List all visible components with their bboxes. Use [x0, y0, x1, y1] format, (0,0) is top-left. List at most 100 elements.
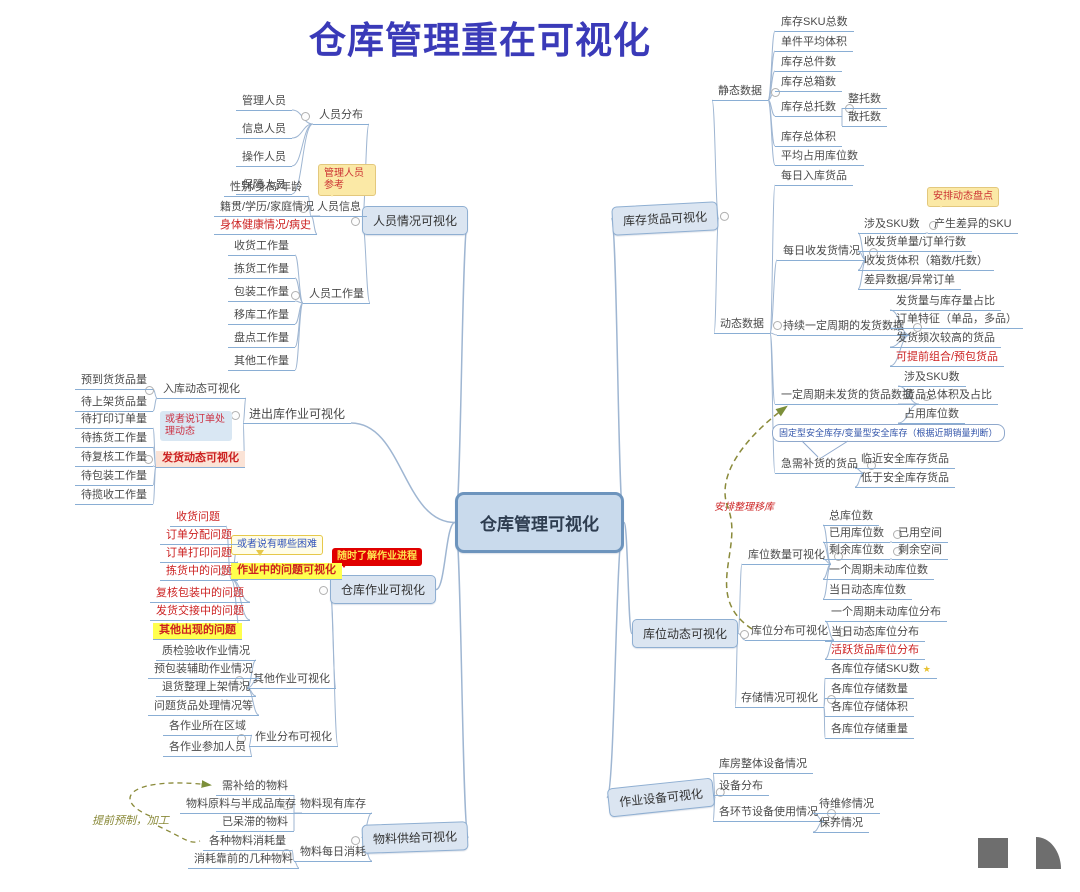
leaf[interactable]: 收发货体积（箱数/托数） — [858, 254, 995, 271]
node-total-pallets[interactable]: 库存总托数 — [775, 100, 854, 117]
node-urgent-replenish[interactable]: 急需补货的货品 — [775, 457, 876, 474]
leaf[interactable]: 退货整理上架情况 — [156, 680, 256, 697]
leaf[interactable]: 操作人员 — [236, 150, 292, 167]
node-used-locations[interactable]: 已用库位数 — [823, 526, 902, 543]
node-outbound-dynamic[interactable]: 发货动态可视化 — [144, 451, 245, 468]
node-static-data[interactable]: 静态数据 — [712, 84, 780, 101]
leaf[interactable]: 待复核工作量 — [75, 450, 153, 467]
leaf[interactable]: 占用库位数 — [898, 407, 965, 424]
leaf[interactable]: 各库位存储重量 — [825, 722, 914, 739]
node-free-locations[interactable]: 剩余库位数 — [823, 543, 902, 560]
leaf[interactable]: 盘点工作量 — [228, 331, 295, 348]
leaf-prepack[interactable]: 可提前组合/预包货品 — [890, 350, 1005, 367]
branch-inventory[interactable]: 库存货品可视化 — [611, 201, 719, 236]
leaf[interactable]: 质检验收作业情况 — [156, 644, 256, 661]
leaf[interactable]: 发货量与库存量占比 — [890, 294, 1001, 311]
leaf[interactable]: 拣货中的问题 — [160, 564, 238, 581]
central-topic[interactable]: 仓库管理可视化 — [455, 492, 624, 553]
node-period-shipping[interactable]: 持续一定周期的发货数据 — [777, 319, 922, 336]
leaf[interactable]: 低于安全库存货品 — [855, 471, 955, 488]
leaf[interactable]: 涉及SKU数 — [898, 370, 966, 387]
leaf[interactable]: 库存总体积 — [775, 130, 842, 147]
leaf[interactable]: 消耗靠前的几种物料 — [188, 852, 299, 869]
leaf[interactable]: 各作业参加人员 — [163, 740, 252, 757]
node-material-daily[interactable]: 物料每日消耗 — [282, 845, 372, 862]
node-inbound-dynamic[interactable]: 入库动态可视化 — [145, 382, 246, 399]
note-order-processing[interactable]: 或者说订单处理动态 — [160, 411, 232, 441]
node-operation-problems[interactable]: 作业中的问题可视化 — [219, 563, 342, 580]
leaf[interactable]: 预到货货品量 — [75, 373, 153, 390]
leaf[interactable]: 各作业所在区域 — [163, 719, 252, 736]
branch-materials[interactable]: 物料供给可视化 — [361, 821, 469, 854]
leaf[interactable]: 待拣货工作量 — [75, 431, 153, 448]
node-operation-distribution[interactable]: 作业分布可视化 — [237, 730, 338, 747]
leaf-health-history[interactable]: 身体健康情况/病史 — [214, 218, 318, 235]
leaf[interactable]: 设备分布 — [713, 779, 769, 796]
leaf-active-goods[interactable]: 活跃货品库位分布 — [825, 643, 925, 660]
leaf[interactable]: 预包装辅助作业情况 — [148, 662, 259, 679]
leaf[interactable]: 物料原料与半成品库存 — [180, 797, 302, 814]
leaf[interactable]: 移库工作量 — [228, 308, 295, 325]
leaf[interactable]: 发货频次较高的货品 — [890, 331, 1001, 348]
leaf[interactable]: 管理人员 — [236, 94, 292, 111]
node-equipment-usage[interactable]: 各环节设备使用情况 — [713, 805, 836, 822]
leaf[interactable]: 库存总件数 — [775, 55, 842, 72]
leaf[interactable]: 问题货品处理情况等 — [148, 699, 259, 716]
leaf[interactable]: 整托数 — [842, 92, 887, 109]
note-know-progress[interactable]: 随时了解作业进程 — [332, 548, 422, 568]
leaf[interactable]: 各种物料消耗量 — [203, 834, 292, 851]
node-personnel-workload[interactable]: 人员工作量 — [291, 287, 370, 304]
node-material-stock[interactable]: 物料现有库存 — [282, 797, 372, 814]
node-location-distribution[interactable]: 库位分布可视化 — [745, 624, 846, 641]
leaf[interactable]: 已用空间 — [892, 526, 948, 543]
note-safety-stock[interactable]: 固定型安全库存/变量型安全库存（根据近期销量判断） — [772, 424, 1005, 442]
leaf[interactable]: 当日动态库位数 — [823, 583, 912, 600]
annotation-relocation[interactable]: 安排整理移库 — [714, 502, 774, 513]
leaf[interactable]: 库存SKU总数 — [775, 15, 854, 32]
leaf[interactable]: 临近安全库存货品 — [855, 452, 955, 469]
leaf[interactable]: 待包装工作量 — [75, 469, 153, 486]
leaf[interactable]: 收货问题 — [170, 510, 226, 527]
branch-inout[interactable]: 进出库作业可视化 — [230, 407, 352, 424]
leaf[interactable]: 当日动态库位分布 — [825, 625, 925, 642]
leaf[interactable]: 一个周期未动库位数 — [823, 563, 934, 580]
leaf[interactable]: 包装工作量 — [228, 285, 295, 302]
node-other-operations[interactable]: 其他作业可视化 — [235, 672, 336, 689]
leaf[interactable]: 产生差异的SKU — [928, 217, 1018, 234]
leaf[interactable]: 订单特征（单品，多品） — [890, 312, 1023, 329]
node-dynamic-data[interactable]: 动态数据 — [714, 317, 782, 334]
node-personnel-distribution[interactable]: 人员分布 — [301, 108, 369, 125]
leaf[interactable]: 散托数 — [842, 110, 887, 127]
leaf[interactable]: 需补给的物料 — [216, 779, 294, 796]
node-period-unshipped[interactable]: 一定周期未发货的货品数据 — [775, 388, 931, 405]
leaf[interactable]: 总库位数 — [823, 509, 879, 526]
branch-location[interactable]: 库位动态可视化 — [632, 619, 750, 648]
leaf[interactable]: 单件平均体积 — [775, 35, 853, 52]
leaf[interactable]: 复核包装中的问题 — [150, 586, 250, 603]
leaf[interactable]: 订单打印问题 — [160, 546, 238, 563]
node-daily-inout[interactable]: 每日收发货情况 — [777, 244, 878, 261]
leaf[interactable]: 剩余空间 — [892, 543, 948, 560]
leaf[interactable]: 待维修情况 — [813, 797, 880, 814]
note-what-difficulties[interactable]: 或者说有哪些困难 — [231, 535, 323, 556]
leaf[interactable]: 保障人员 — [236, 178, 292, 195]
branch-equipment[interactable]: 作业设备可视化 — [606, 777, 716, 818]
node-personnel-info[interactable]: 人员信息 — [299, 200, 367, 217]
branch-operations[interactable]: 仓库作业可视化 — [318, 575, 437, 604]
leaf-storage-sku[interactable]: 各库位存储SKU数 ★ — [825, 662, 937, 679]
leaf[interactable]: 各库位存储数量 — [825, 682, 914, 699]
leaf[interactable]: 待揽收工作量 — [75, 488, 153, 505]
leaf[interactable]: 平均占用库位数 — [775, 149, 864, 166]
leaf[interactable]: 库存总箱数 — [775, 75, 842, 92]
leaf[interactable]: 发货交接中的问题 — [150, 604, 250, 621]
leaf[interactable]: 一个周期未动库位分布 — [825, 605, 947, 622]
leaf[interactable]: 拣货工作量 — [228, 262, 295, 279]
annotation-premake[interactable]: 提前预制，加工 — [92, 815, 169, 827]
leaf[interactable]: 籍贯/学历/家庭情况 — [214, 200, 321, 217]
callout-dynamic-stocktake[interactable]: 安排动态盘点 — [927, 187, 999, 208]
leaf[interactable]: 各库位存储体积 — [825, 700, 914, 717]
leaf[interactable]: 收货工作量 — [228, 239, 295, 256]
leaf[interactable]: 已呆滞的物料 — [216, 815, 294, 832]
leaf[interactable]: 待打印订单量 — [75, 412, 153, 429]
leaf[interactable]: 订单分配问题 — [160, 528, 238, 545]
